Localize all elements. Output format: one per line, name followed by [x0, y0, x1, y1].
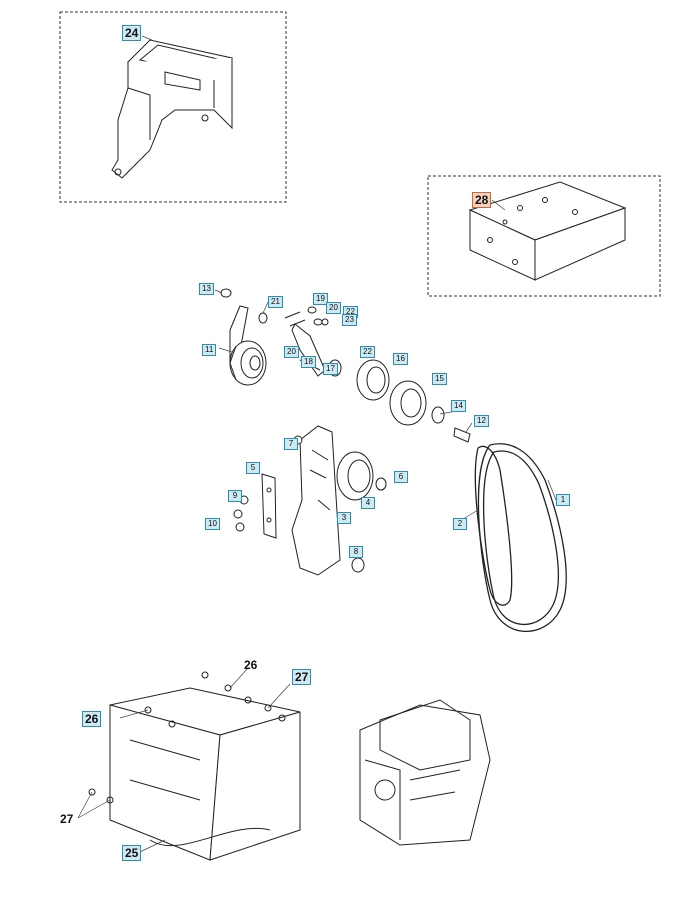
part-28-bracket — [468, 181, 627, 281]
callout-20[interactable]: 20 — [326, 302, 341, 314]
part-24-frame — [59, 11, 287, 203]
callout-11[interactable]: 11 — [202, 344, 217, 356]
part-28-frame — [427, 175, 661, 297]
part-25-frame — [88, 671, 301, 861]
label-26-top[interactable]: 26 — [244, 658, 258, 672]
shaft-hardware — [284, 306, 471, 443]
callout-12[interactable]: 12 — [474, 415, 489, 427]
callout-22[interactable]: 22 — [360, 346, 375, 358]
callout-6[interactable]: 6 — [394, 471, 408, 483]
callout-5[interactable]: 5 — [246, 462, 260, 474]
callout-28[interactable]: 28 — [472, 192, 492, 208]
callout-21[interactable]: 21 — [268, 296, 283, 308]
callout-4[interactable]: 4 — [361, 497, 375, 509]
callout-7[interactable]: 7 — [284, 438, 298, 450]
callout-15[interactable]: 15 — [432, 373, 447, 385]
callout-18[interactable]: 18 — [301, 356, 316, 368]
tensioner-assembly — [233, 425, 387, 576]
callout-23[interactable]: 23 — [342, 314, 357, 326]
label-27-left[interactable]: 27 — [60, 812, 74, 826]
drive-belts — [474, 443, 567, 633]
callout-2[interactable]: 2 — [453, 518, 467, 530]
idler-arm-assembly — [220, 288, 268, 386]
part-24-belt-cover — [111, 39, 233, 179]
engine-reference — [359, 699, 491, 846]
callout-26-left[interactable]: 26 — [82, 711, 102, 727]
callout-19[interactable]: 19 — [313, 293, 328, 305]
callout-25[interactable]: 25 — [122, 845, 142, 861]
callout-9[interactable]: 9 — [228, 490, 242, 502]
callout-27-top[interactable]: 27 — [292, 669, 312, 685]
callout-3[interactable]: 3 — [337, 512, 351, 524]
callout-13[interactable]: 13 — [199, 283, 214, 295]
callout-1[interactable]: 1 — [556, 494, 570, 506]
callout-14[interactable]: 14 — [451, 400, 466, 412]
callout-20-lower[interactable]: 20 — [284, 346, 299, 358]
callout-10[interactable]: 10 — [205, 518, 220, 530]
callout-8[interactable]: 8 — [349, 546, 363, 558]
callout-16[interactable]: 16 — [393, 353, 408, 365]
callout-17[interactable]: 17 — [323, 363, 338, 375]
callout-24[interactable]: 24 — [122, 25, 142, 41]
